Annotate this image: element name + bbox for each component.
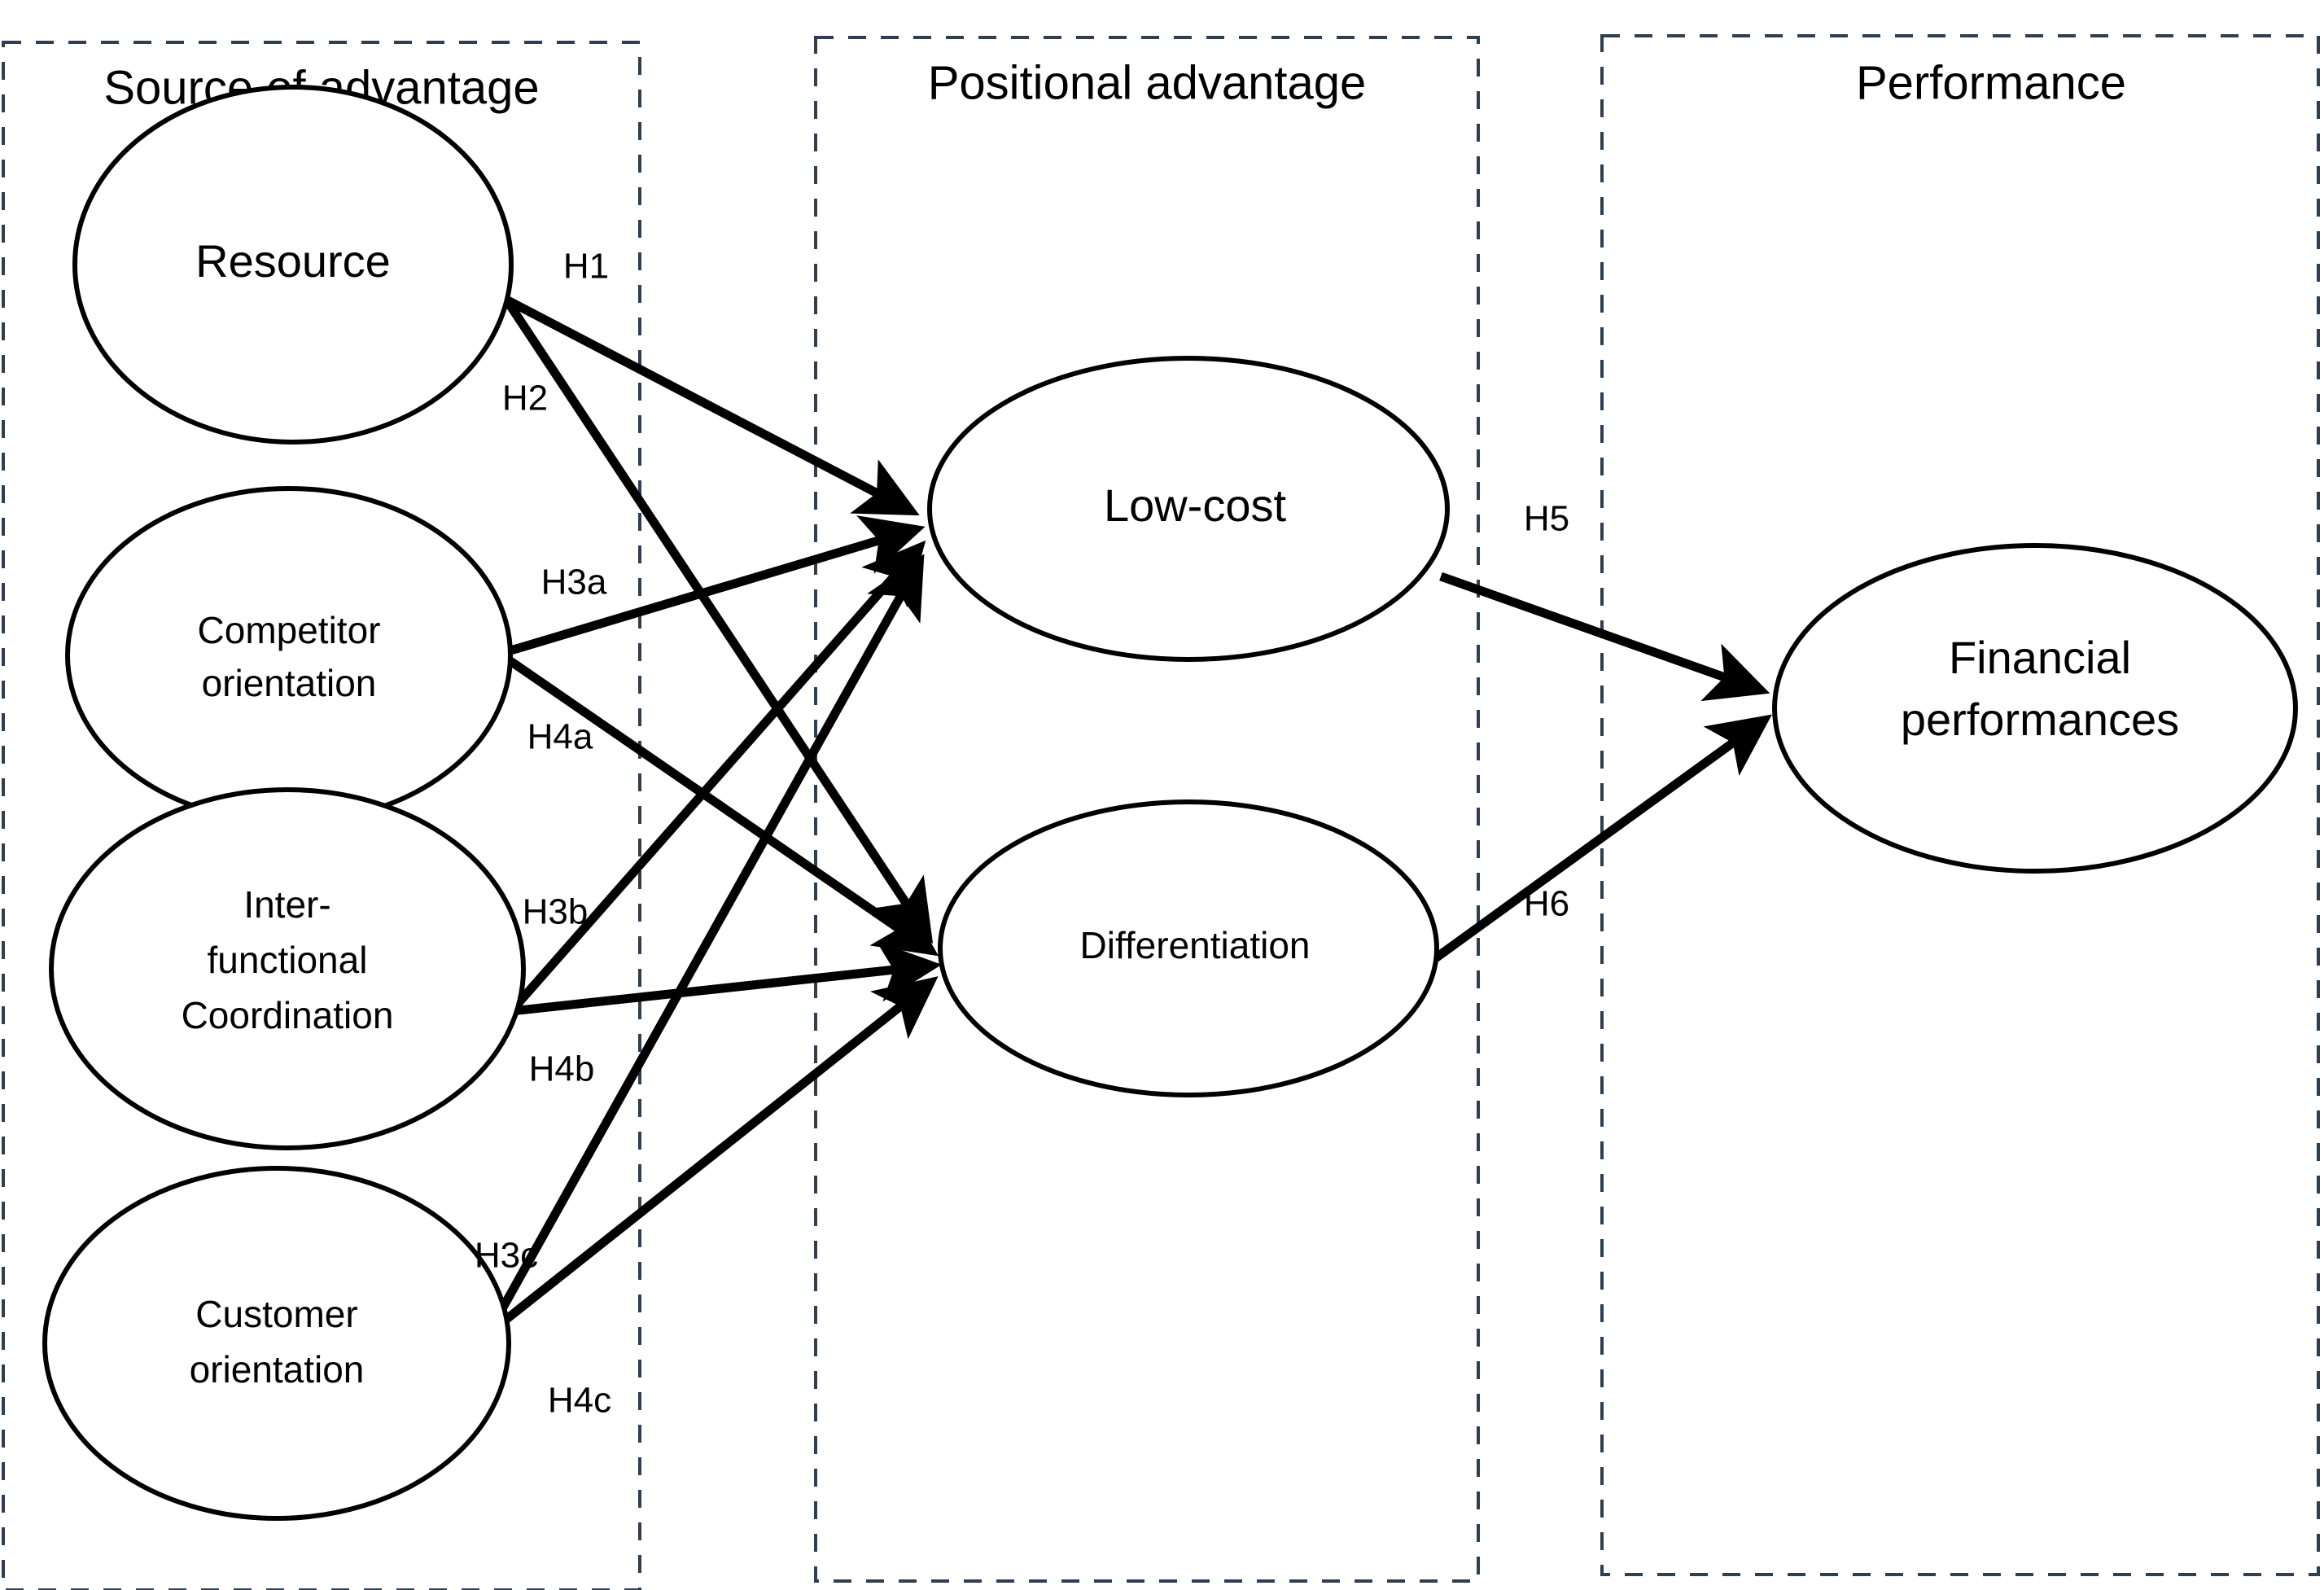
panel-border-positional [814,36,1480,1583]
node-financial-label-line1: Financial [1949,632,2131,683]
edge-h6-line [1431,714,1772,963]
edge-group [484,296,1772,1338]
edge-h4c-line [485,976,939,1338]
node-interfunc-label-line2: functional [208,939,368,981]
edge-h5-line [1439,572,1770,702]
panel-positional-advantage: Positional advantage [814,36,1480,1583]
panel-performance: Performance [1600,34,2320,1576]
panel-title-performance: Performance [1856,56,2126,109]
edge-h2-line [502,296,934,944]
panel-border-performance [1600,34,2320,1576]
node-resource[interactable]: Resource [72,85,514,445]
node-differentiation-shape[interactable] [938,799,1439,1097]
edge-h3c-line [484,554,925,1336]
node-lowcost-label: Low-cost [1104,480,1287,531]
node-customer-shape[interactable] [42,1166,511,1521]
edge-h3b-line [507,540,926,1014]
edge-label-h3b: H3b [523,892,589,932]
node-customer-label-line2: orientation [190,1348,365,1391]
node-lowcost-shape[interactable] [927,356,1450,662]
edge-label-h4a: H4a [527,717,593,757]
node-financial-shape[interactable] [1772,543,2298,874]
edge-h1-line [504,296,920,516]
panel-title-positional: Positional advantage [928,56,1367,109]
node-inter-functional-coordination[interactable]: Inter- functional Coordination [49,787,526,1150]
edge-h4a-line [497,650,939,957]
node-competitor-orientation[interactable]: Competitor orientation [65,486,513,825]
node-differentiation-label: Differentiation [1080,924,1311,966]
node-differentiation[interactable]: Differentiation [938,799,1439,1097]
node-interfunc-shape[interactable] [49,787,526,1150]
edge-label-h4c: H4c [548,1381,611,1421]
edge-label-group: H1 H2 H3a H4a H3b H4b H3c H4c H5 H6 [475,247,1569,1421]
edge-label-h1: H1 [563,247,609,287]
node-competitor-label-line2: orientation [202,662,377,704]
node-group: Resource Competitor orientation Inter- f… [42,85,2298,1521]
node-low-cost[interactable]: Low-cost [927,356,1450,662]
edge-label-h6: H6 [1524,884,1569,924]
node-interfunc-label-line3: Coordination [182,994,394,1036]
edge-h4b-line [510,940,942,1016]
edge-label-h4b: H4b [529,1049,595,1089]
node-resource-label: Resource [195,235,391,287]
node-resource-shape[interactable] [72,85,514,445]
edge-h3a-line [498,515,926,659]
edge-label-h3a: H3a [541,563,607,602]
edge-label-h5: H5 [1524,499,1569,539]
edge-label-h2: H2 [502,379,548,418]
node-financial-performances[interactable]: Financial performances [1772,543,2298,874]
node-customer-orientation[interactable]: Customer orientation [42,1166,511,1521]
node-customer-label-line1: Customer [195,1293,357,1335]
node-financial-label-line2: performances [1901,694,2179,745]
node-competitor-shape[interactable] [65,486,513,825]
edge-label-h3c: H3c [475,1236,538,1276]
node-interfunc-label-line1: Inter- [243,883,330,926]
panel-border-source [2,41,641,1590]
node-competitor-label-line1: Competitor [198,609,381,651]
